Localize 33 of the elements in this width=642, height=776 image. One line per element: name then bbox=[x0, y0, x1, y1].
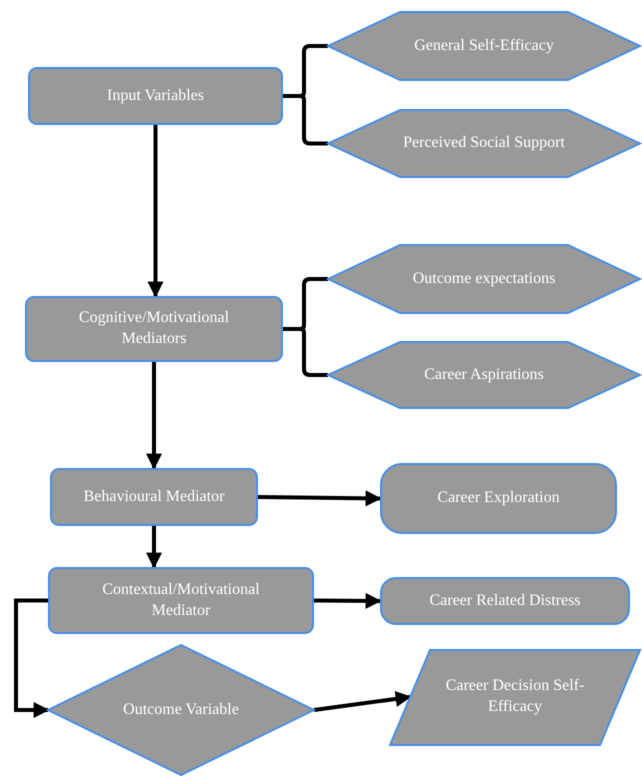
process-box bbox=[28, 67, 283, 125]
arrow bbox=[146, 526, 162, 569]
arrow bbox=[148, 125, 164, 298]
process-box bbox=[25, 296, 283, 362]
process-box bbox=[380, 577, 630, 625]
node-label: Input Variables bbox=[106, 86, 204, 106]
node-label: Outcome Variable bbox=[123, 700, 239, 720]
bracket-connector bbox=[283, 94, 328, 146]
hexagon-box bbox=[328, 12, 640, 80]
node-label: Behavioural Mediator bbox=[84, 486, 224, 507]
node-label: Perceived Social Support bbox=[403, 133, 565, 154]
arrow bbox=[146, 362, 162, 470]
node-label: Outcome expectations bbox=[412, 268, 556, 289]
hexagon-box bbox=[328, 342, 640, 408]
arrow bbox=[258, 490, 382, 506]
node-label: Career Decision Self-Efficacy bbox=[444, 676, 586, 717]
arrow bbox=[14, 598, 50, 718]
node-label: General Self-Efficacy bbox=[414, 36, 554, 56]
arrow bbox=[314, 592, 382, 609]
decision-diamond bbox=[48, 645, 314, 775]
process-box bbox=[50, 468, 258, 526]
parallelogram-box bbox=[390, 649, 640, 745]
hexagon-box bbox=[328, 110, 640, 177]
arrow bbox=[314, 691, 412, 712]
node-label: Contextual/Motivational Mediator bbox=[101, 580, 261, 620]
hexagon-box bbox=[328, 245, 640, 313]
node-label: Career Aspirations bbox=[424, 364, 544, 385]
node-label: Career Exploration bbox=[437, 488, 560, 508]
bracket-connector bbox=[283, 327, 328, 377]
process-box bbox=[48, 567, 314, 634]
node-label: Cognitive/Motivational Mediators bbox=[78, 308, 230, 349]
process-box bbox=[380, 463, 617, 534]
node-label: Career Related Distress bbox=[429, 590, 581, 611]
